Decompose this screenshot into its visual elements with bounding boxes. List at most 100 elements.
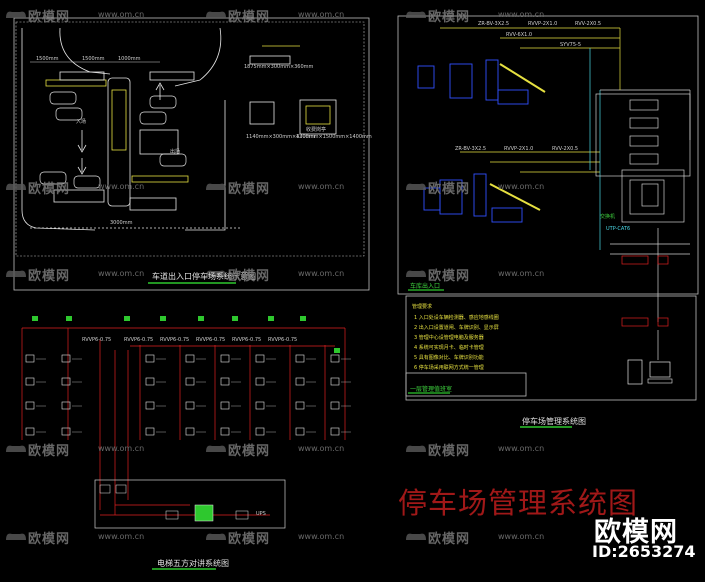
sofa-logo-icon	[406, 270, 426, 277]
watermark-text: 欧模网	[28, 532, 71, 547]
dim-spec-3: 1200mm×1500mm×1400mm	[296, 134, 372, 140]
watermark-url: www.om.cn	[498, 269, 545, 278]
sofa-logo-icon	[6, 11, 26, 18]
watermark-text: 欧模网	[428, 269, 471, 284]
parking-layout-title: 车道出入口停车场系统示意图	[152, 272, 256, 281]
parking-equipment	[417, 59, 546, 223]
note-5: 5 具有图像对比、车牌识别功能	[414, 355, 484, 361]
brand-id: ID:2653274	[592, 542, 696, 561]
sofa-logo-icon	[206, 183, 226, 190]
panel-borders-dashed	[15, 21, 365, 257]
note-3: 3 管理中心设管理电脑及服务器	[414, 335, 484, 341]
intercom-unit	[145, 354, 155, 363]
note-1: 1 入口处设车辆检测器、感应地感线圈	[414, 315, 499, 321]
control-room-label: 一层管理值班室	[410, 386, 453, 393]
intercom-wiring	[21, 327, 346, 516]
intercom-unit	[185, 354, 195, 363]
vehicle-icons	[39, 91, 187, 189]
intercom-unit	[25, 427, 35, 436]
intercom-unit	[255, 427, 265, 436]
intercom-unit	[220, 354, 230, 363]
exit-label: 出场	[170, 149, 181, 155]
watermark-text: 欧模网	[28, 10, 71, 25]
intercom-unit	[295, 427, 305, 436]
watermark-url: www.om.cn	[98, 269, 145, 278]
watermark-url: www.om.cn	[498, 532, 545, 541]
watermark-text: 欧模网	[428, 182, 471, 197]
intercom-unit	[220, 427, 230, 436]
cable-top-a: ZR-BV-3X2.5	[478, 21, 510, 27]
dim-spec-2: 1140mm×300mm×430mm	[246, 134, 316, 140]
intercom-cable-4: RVVP6-0.75	[196, 337, 226, 343]
note-6: 6 停车场采用联网方式统一管理	[414, 365, 484, 371]
intercom-green-markers	[32, 316, 340, 353]
intercom-unit	[330, 401, 340, 410]
sofa-logo-icon	[6, 270, 26, 277]
sofa-logo-icon	[406, 533, 426, 540]
note-2: 2 出入口设置道闸、车牌识别、显示屏	[414, 325, 499, 331]
panel-borders	[13, 15, 699, 401]
watermark-url: www.om.cn	[298, 182, 345, 191]
sofa-logo-icon	[6, 183, 26, 190]
brand-name: 欧模网	[594, 517, 678, 548]
watermark-text: 欧模网	[428, 10, 471, 25]
watermark-url: www.om.cn	[98, 532, 145, 541]
intercom-unit	[220, 401, 230, 410]
sofa-logo-icon	[206, 11, 226, 18]
intercom-unit	[295, 377, 305, 386]
intercom-unit	[255, 401, 265, 410]
watermark-text: 欧模网	[228, 10, 271, 25]
dim-top-2: 1500mm	[82, 56, 105, 62]
ups-label: UPS	[256, 511, 266, 517]
watermark-url: www.om.cn	[498, 182, 545, 191]
cable-top-b: RVVP-2X1.0	[528, 21, 558, 27]
network-devices	[621, 255, 673, 385]
cable-top-d: RVV-6X1.0	[506, 32, 533, 38]
watermark-text: 欧模网	[28, 444, 71, 459]
watermark-text: 欧模网	[28, 182, 71, 197]
intercom-unit	[185, 401, 195, 410]
dim-bottom: 3000mm	[110, 220, 133, 226]
intercom-unit	[145, 401, 155, 410]
intercom-cable-6: RVVP6-0.75	[268, 337, 298, 343]
intercom-unit	[330, 427, 340, 436]
intercom-cable-1: RVVP6-0.75	[82, 337, 112, 343]
parking-layout-plan	[21, 27, 337, 231]
intercom-title: 电梯五方对讲系统图	[157, 559, 229, 568]
intercom-unit	[295, 354, 305, 363]
watermark-url: www.om.cn	[298, 444, 345, 453]
intercom-unit	[25, 354, 35, 363]
intercom-unit	[330, 354, 340, 363]
watermark-text: 欧模网	[28, 269, 71, 284]
intercom-unit	[255, 354, 265, 363]
dim-top-1: 1500mm	[36, 56, 59, 62]
cable-mid-b: RVVP-2X1.0	[504, 146, 534, 152]
intercom-unit	[25, 377, 35, 386]
intercom-unit	[255, 377, 265, 386]
watermark-text: 欧模网	[428, 444, 471, 459]
watermark-url: www.om.cn	[98, 10, 145, 19]
sofa-logo-icon	[206, 445, 226, 452]
sofa-logo-icon	[6, 533, 26, 540]
intercom-unit	[185, 427, 195, 436]
watermark-url: www.om.cn	[498, 444, 545, 453]
intercom-unit	[61, 354, 71, 363]
cable-mid-a: ZR-BV-3X2.5	[455, 146, 487, 152]
intercom-unit	[220, 377, 230, 386]
cable-top-e: SYV75-5	[560, 42, 581, 48]
watermark-url: www.om.cn	[498, 10, 545, 19]
entry-label: 入场	[76, 119, 87, 125]
utp-label: UTP-CAT6	[606, 226, 631, 232]
watermark-url: www.om.cn	[98, 444, 145, 453]
watermark-text: 欧模网	[228, 444, 271, 459]
sofa-logo-icon	[406, 445, 426, 452]
watermark-text: 欧模网	[228, 269, 271, 284]
sofa-logo-icon	[206, 270, 226, 277]
sofa-logo-icon	[206, 533, 226, 540]
intercom-cable-2: RVVP6-0.75	[124, 337, 154, 343]
intercom-unit	[61, 377, 71, 386]
watermark-text: 欧模网	[228, 532, 271, 547]
right-equipment-boxes	[595, 93, 691, 223]
mgmt-title: 停车场管理系统图	[522, 417, 586, 426]
cable-mid-c: RVV-2X0.5	[552, 146, 579, 152]
